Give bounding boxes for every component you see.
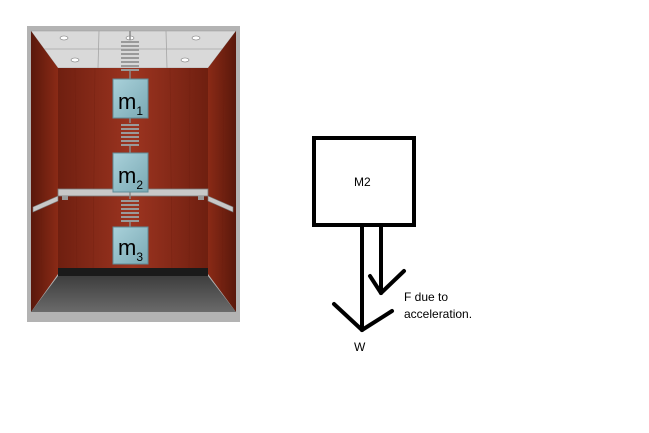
right-handrail	[207, 195, 234, 213]
spring-bottom	[121, 192, 139, 227]
acceleration-force-arrow	[368, 225, 406, 295]
free-body-diagram: M2 F due to acceleration. W	[312, 136, 472, 354]
mass-label-1: m1	[118, 89, 143, 118]
right-wall	[208, 31, 236, 312]
baseboard	[58, 268, 208, 276]
left-wall	[31, 31, 58, 312]
mass-block-3: m3	[112, 226, 149, 265]
force-label-line1: F due to	[404, 290, 448, 304]
ceiling-light-icon	[59, 35, 201, 63]
mass-label-3: m3	[118, 235, 143, 264]
left-handrail	[32, 195, 59, 213]
spring-top	[121, 31, 139, 79]
mass-label-2: m2	[118, 163, 143, 192]
weight-arrow	[332, 225, 394, 332]
fbd-block	[312, 136, 416, 227]
mass-block-2: m2	[112, 152, 149, 193]
weight-label: W	[354, 340, 366, 354]
spring-middle	[121, 118, 139, 153]
elevator-floor	[31, 276, 236, 312]
fbd-block-label: M2	[354, 175, 371, 189]
mass-block-1: m1	[112, 78, 149, 119]
force-label-line2: acceleration.	[404, 307, 472, 321]
